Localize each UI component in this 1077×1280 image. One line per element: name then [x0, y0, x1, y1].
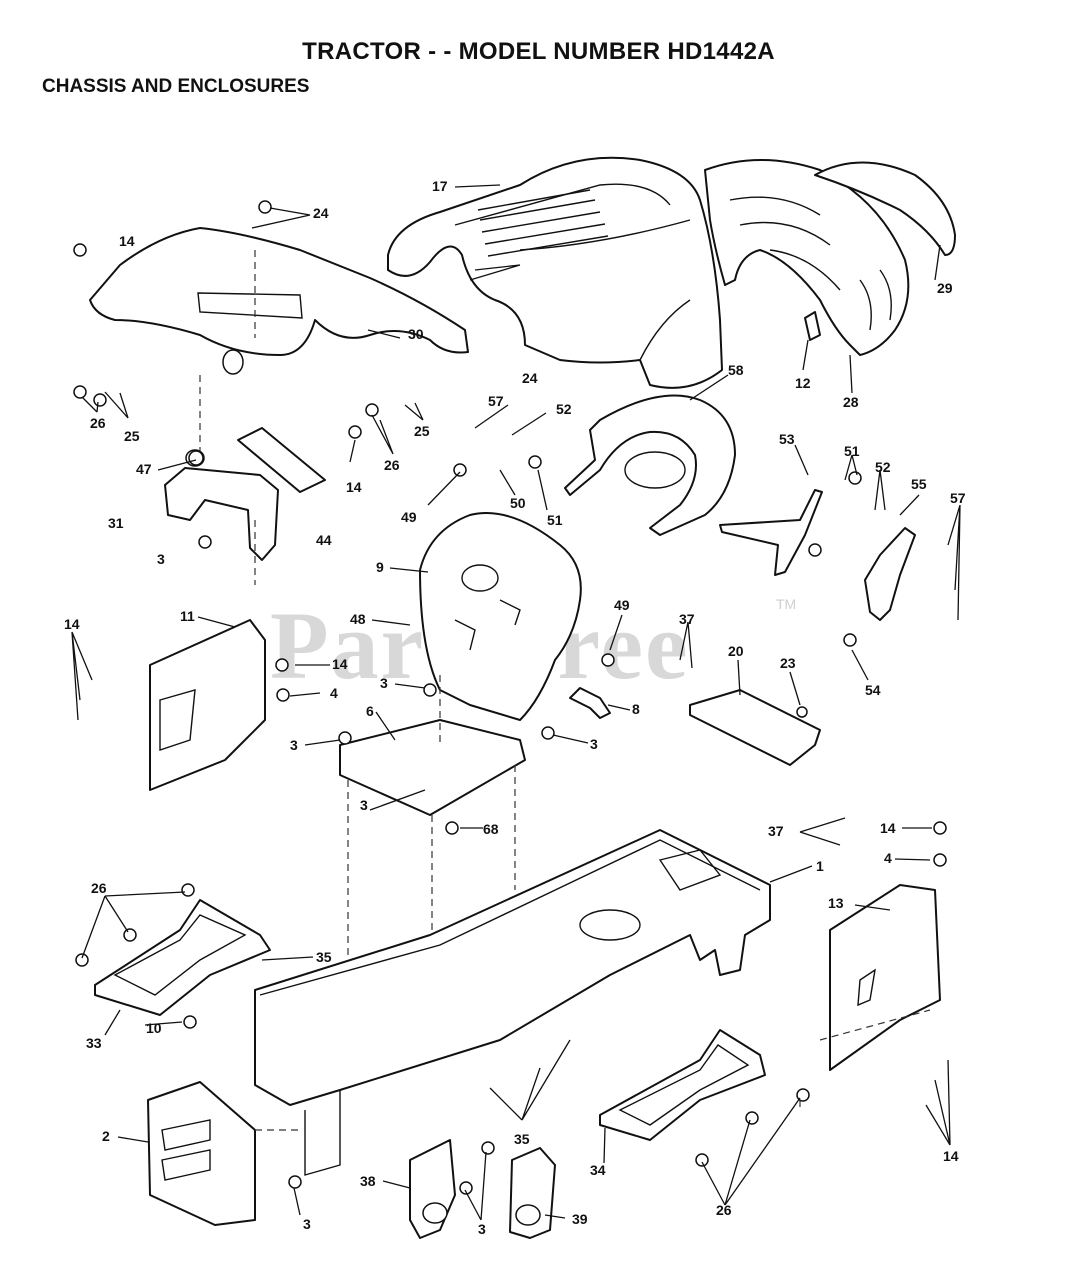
- part-footrest-33: [94, 899, 271, 1016]
- callout-26: 26: [384, 457, 400, 473]
- callout-52: 52: [875, 459, 891, 475]
- callout-51: 51: [844, 443, 860, 459]
- part-bracket-31: [164, 467, 279, 561]
- part-footrest-34: [599, 1029, 766, 1141]
- callout-14: 14: [332, 656, 348, 672]
- callout-57: 57: [488, 393, 504, 409]
- callout-13: 13: [828, 895, 844, 911]
- callout-28: 28: [843, 394, 859, 410]
- callout-30: 30: [408, 326, 424, 342]
- callout-25: 25: [124, 428, 140, 444]
- part-main-frame: [254, 829, 771, 1176]
- part-plate-6: [339, 719, 526, 816]
- callout-68: 68: [483, 821, 499, 837]
- callout-14: 14: [64, 616, 80, 632]
- watermark-trademark: TM: [776, 596, 797, 612]
- part-hood: [387, 156, 723, 389]
- assembly-lines: [199, 375, 931, 1131]
- callout-1: 1: [816, 858, 824, 874]
- callout-34: 34: [590, 1162, 606, 1178]
- callout-14: 14: [346, 479, 362, 495]
- callout-3: 3: [360, 797, 368, 813]
- callout-55: 55: [911, 476, 927, 492]
- callout-52: 52: [556, 401, 572, 417]
- callout-10: 10: [146, 1020, 162, 1036]
- callout-37: 37: [679, 611, 695, 627]
- part-bracket-38: [409, 1139, 456, 1239]
- callout-24: 24: [522, 370, 538, 386]
- callout-26: 26: [90, 415, 106, 431]
- callout-25: 25: [414, 423, 430, 439]
- part-bracket-53: [719, 489, 823, 576]
- callout-29: 29: [937, 280, 953, 296]
- part-latch-12: [804, 311, 821, 341]
- part-bracket-20: [689, 689, 821, 766]
- callout-2: 2: [102, 1128, 110, 1144]
- callout-33: 33: [86, 1035, 102, 1051]
- callout-3: 3: [290, 737, 298, 753]
- callout-3: 3: [590, 736, 598, 752]
- callout-49: 49: [401, 509, 417, 525]
- part-bracket-55: [864, 527, 916, 621]
- callout-3: 3: [303, 1216, 311, 1232]
- callout-31: 31: [108, 515, 124, 531]
- callout-58: 58: [728, 362, 744, 378]
- callout-14: 14: [880, 820, 896, 836]
- callout-4: 4: [884, 850, 892, 866]
- callout-14: 14: [943, 1148, 959, 1164]
- part-side-panel-11: [149, 619, 266, 791]
- callout-35: 35: [514, 1131, 530, 1147]
- callout-39: 39: [572, 1211, 588, 1227]
- callout-3: 3: [380, 675, 388, 691]
- callout-51: 51: [547, 512, 563, 528]
- callout-49: 49: [614, 597, 630, 613]
- callout-37: 37: [768, 823, 784, 839]
- callout-11: 11: [180, 608, 195, 624]
- diagram-subtitle: CHASSIS AND ENCLOSURES: [42, 76, 310, 97]
- callout-14: 14: [119, 233, 135, 249]
- callout-47: 47: [136, 461, 152, 477]
- callout-17: 17: [432, 178, 448, 194]
- callout-48: 48: [350, 611, 366, 627]
- callout-38: 38: [360, 1173, 376, 1189]
- callout-4: 4: [330, 685, 338, 701]
- callout-35: 35: [316, 949, 332, 965]
- part-clip-8: [569, 687, 611, 719]
- part-side-panel-13: [829, 884, 941, 1071]
- callout-54: 54: [865, 682, 881, 698]
- part-shield-58: [564, 394, 736, 536]
- part-dash-tower-9: [419, 512, 582, 721]
- callout-26: 26: [91, 880, 107, 896]
- callout-6: 6: [366, 703, 374, 719]
- callout-24: 24: [313, 205, 329, 221]
- callout-labels: 17 24 14 30 24 25 26 47 14 26 25 31 44 3…: [64, 178, 966, 1237]
- callout-57: 57: [950, 490, 966, 506]
- callout-23: 23: [780, 655, 796, 671]
- callout-9: 9: [376, 559, 384, 575]
- callout-3: 3: [157, 551, 165, 567]
- diagram-title: TRACTOR - - MODEL NUMBER HD1442A: [302, 38, 775, 65]
- part-grille-insert: [814, 161, 956, 256]
- part-bracket-39: [509, 1147, 556, 1239]
- callout-53: 53: [779, 431, 795, 447]
- callout-44: 44: [316, 532, 332, 548]
- part-bracket-2: [147, 1081, 256, 1226]
- callout-50: 50: [510, 495, 526, 511]
- callout-26: 26: [716, 1202, 732, 1218]
- callout-3: 3: [478, 1221, 486, 1237]
- callout-8: 8: [632, 701, 640, 717]
- leader-lines: [71, 184, 961, 1221]
- part-dash-panel: [89, 227, 469, 375]
- callout-20: 20: [728, 643, 744, 659]
- callout-12: 12: [795, 375, 811, 391]
